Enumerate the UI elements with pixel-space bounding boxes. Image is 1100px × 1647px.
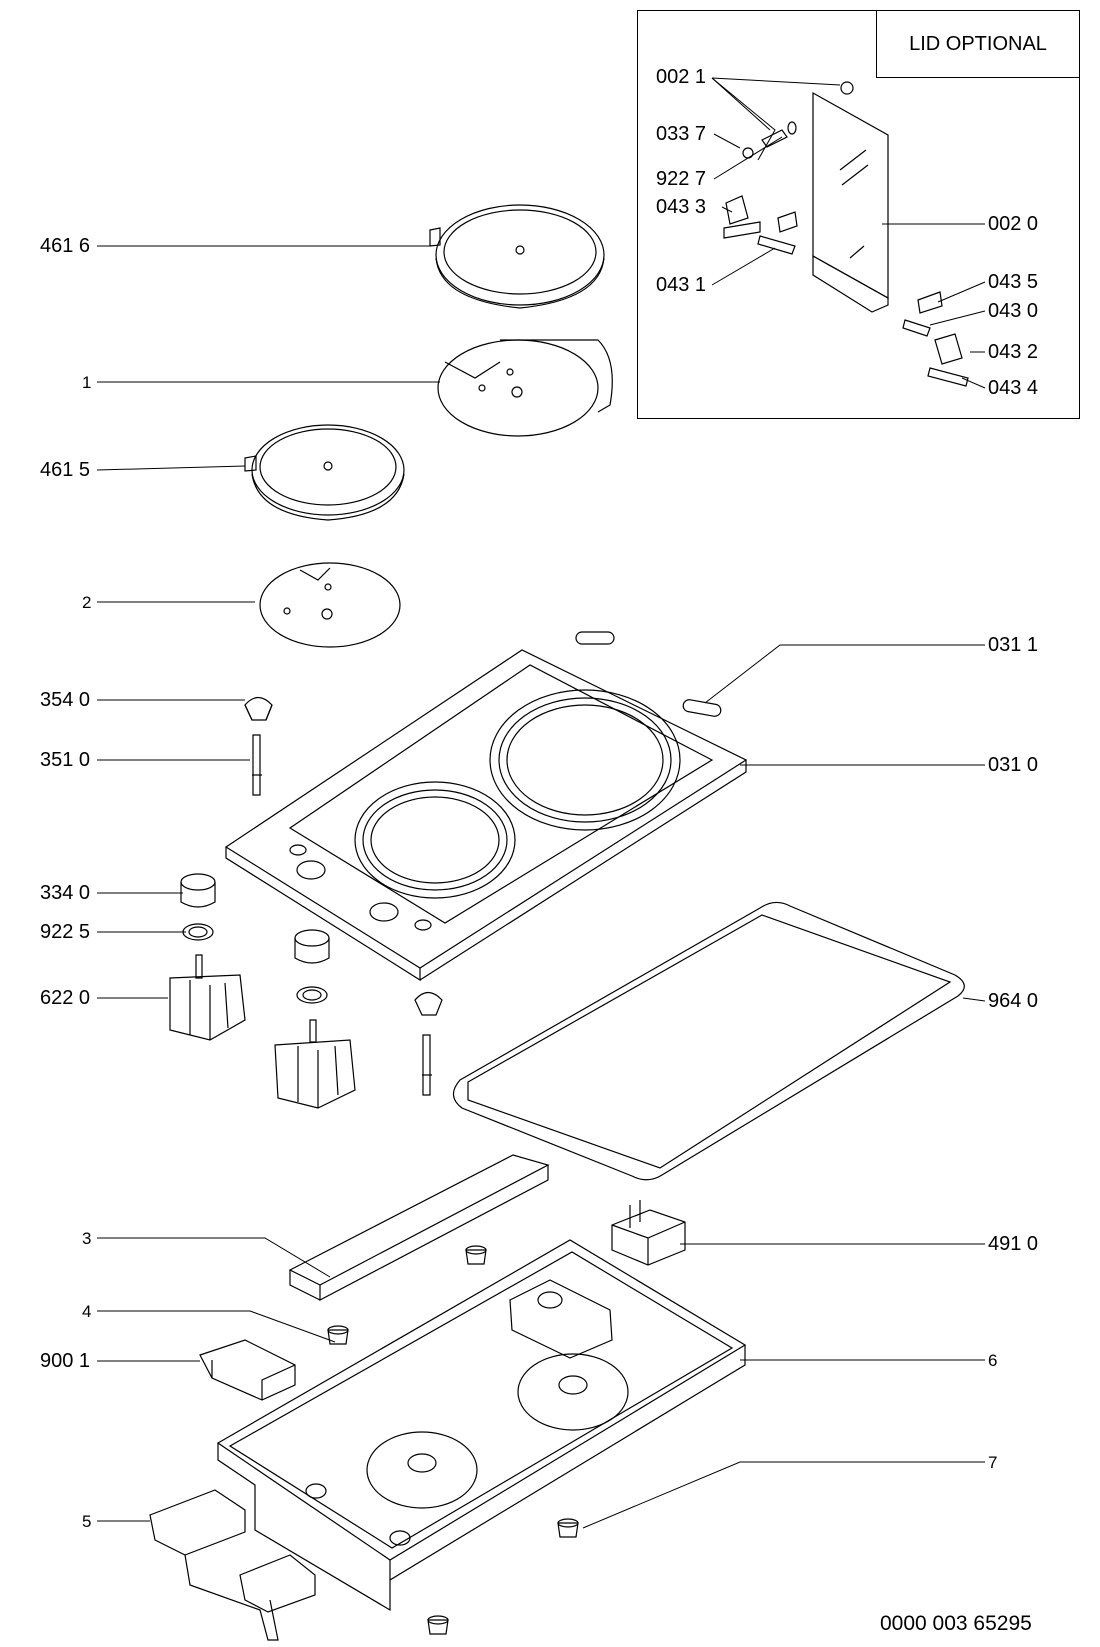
leader-lines bbox=[97, 78, 985, 1528]
label-6: 6 bbox=[988, 1351, 998, 1370]
label-031-0: 031 0 bbox=[988, 754, 1039, 776]
label-491-0: 491 0 bbox=[988, 1233, 1039, 1255]
document-number: 0000 003 65295 bbox=[880, 1612, 1032, 1635]
label-043-2: 043 2 bbox=[988, 341, 1039, 363]
label-461-5: 461 5 bbox=[40, 459, 91, 481]
main-parts bbox=[150, 205, 964, 1640]
label-1: 1 bbox=[82, 373, 92, 392]
label-354-0: 354 0 bbox=[40, 689, 91, 711]
label-031-1: 031 1 bbox=[988, 634, 1039, 656]
lid-parts bbox=[724, 82, 968, 386]
label-7: 7 bbox=[988, 1453, 998, 1472]
label-002-0: 002 0 bbox=[988, 213, 1039, 235]
label-043-3: 043 3 bbox=[656, 196, 707, 218]
label-5: 5 bbox=[82, 1512, 92, 1531]
label-043-0: 043 0 bbox=[988, 300, 1039, 322]
label-043-4: 043 4 bbox=[988, 377, 1039, 399]
label-334-0: 334 0 bbox=[40, 882, 91, 904]
label-461-6: 461 6 bbox=[40, 235, 91, 257]
label-964-0: 964 0 bbox=[988, 990, 1039, 1012]
label-3: 3 bbox=[82, 1229, 92, 1248]
lid-optional-panel bbox=[637, 10, 1080, 419]
label-002-1: 002 1 bbox=[656, 66, 707, 88]
label-922-7: 922 7 bbox=[656, 168, 707, 190]
label-622-0: 622 0 bbox=[40, 987, 91, 1009]
label-2: 2 bbox=[82, 593, 92, 612]
lid-optional-title: LID OPTIONAL bbox=[909, 32, 1047, 55]
label-922-5: 922 5 bbox=[40, 921, 91, 943]
lid-optional-title-box: LID OPTIONAL bbox=[876, 10, 1080, 78]
label-043-5: 043 5 bbox=[988, 271, 1039, 293]
label-4: 4 bbox=[82, 1302, 92, 1321]
label-900-1: 900 1 bbox=[40, 1350, 91, 1372]
label-033-7: 033 7 bbox=[656, 123, 707, 145]
label-351-0: 351 0 bbox=[40, 749, 91, 771]
label-043-1: 043 1 bbox=[656, 274, 707, 296]
